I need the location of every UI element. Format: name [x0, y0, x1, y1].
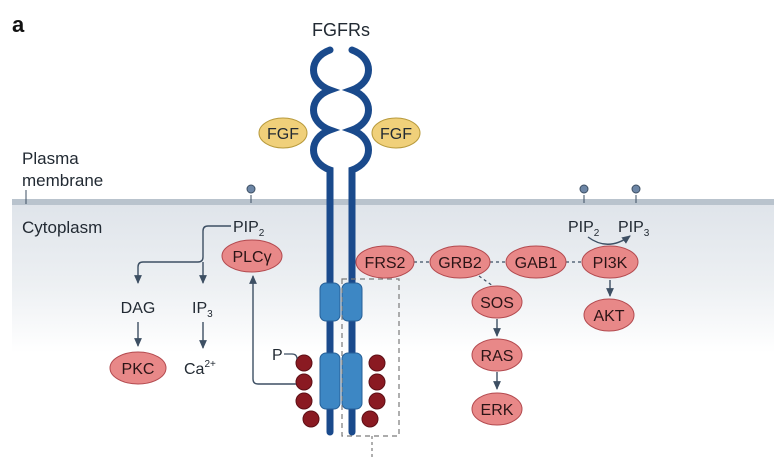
- fgfr-left-strand: [310, 46, 341, 436]
- arrow-pip2-to-pip3: [587, 235, 631, 245]
- grb2-label: GRB2: [438, 255, 482, 272]
- phosphotyrosines: [295, 354, 386, 428]
- pip3-label: PIP3: [618, 219, 650, 239]
- phospho-left-4: [302, 410, 320, 428]
- fgfrs-title: FGFRs: [312, 20, 370, 40]
- plcy-label: PLCγ: [232, 249, 271, 266]
- dag-label: DAG: [121, 300, 156, 317]
- phospho-label: P: [272, 347, 283, 364]
- link-grb2-sos: [478, 275, 494, 287]
- fgf-right-label: FGF: [380, 126, 412, 143]
- plasma-membrane: [12, 199, 774, 205]
- node-pi3k: PI3K: [581, 245, 639, 279]
- node-akt: AKT: [583, 298, 635, 332]
- lipid-markers: [246, 184, 641, 203]
- kinase-left-lower: [319, 352, 341, 410]
- calcium-label: Ca2+: [184, 359, 216, 378]
- fgf-ligand-right: FGF: [371, 117, 421, 149]
- sos-label: SOS: [480, 295, 514, 312]
- node-gab1: GAB1: [505, 245, 567, 279]
- cytoplasm-label: Cytoplasm: [22, 218, 102, 237]
- akt-label: AKT: [593, 308, 624, 325]
- node-sos: SOS: [471, 285, 523, 319]
- phospho-left-3: [295, 392, 313, 410]
- pkc-label: PKC: [122, 361, 155, 378]
- node-ras: RAS: [471, 338, 523, 372]
- phospho-left-1: [295, 354, 313, 372]
- plasma-membrane-label-line2: membrane: [22, 171, 103, 190]
- arrow-receptor-to-plcy: [249, 275, 296, 385]
- kinase-left-upper: [319, 282, 341, 322]
- ras-label: RAS: [481, 348, 514, 365]
- fgfr-receptor-dimer: [310, 46, 372, 436]
- pip2-right-label: PIP2: [568, 219, 600, 239]
- panel-label: a: [12, 12, 25, 37]
- node-erk: ERK: [471, 392, 523, 426]
- lipid-marker-pip2-left: [246, 184, 256, 194]
- gab1-label: GAB1: [515, 255, 558, 272]
- node-plcy: PLCγ: [221, 239, 283, 273]
- kinase-right-upper: [341, 282, 363, 322]
- frs2-label: FRS2: [365, 255, 406, 272]
- fgfr-right-strand: [341, 46, 372, 436]
- pip2-left-label: PIP2: [233, 219, 265, 239]
- highlight-box: [341, 278, 400, 437]
- phospho-right-4: [361, 410, 379, 428]
- cytoplasm-region: [12, 203, 774, 353]
- node-grb2: GRB2: [429, 245, 491, 279]
- fgf-left-label: FGF: [267, 126, 299, 143]
- erk-label: ERK: [481, 402, 514, 419]
- plasma-membrane-label-line1: Plasma: [22, 149, 79, 168]
- phospho-left-2: [295, 373, 313, 391]
- ip3-label: IP3: [192, 300, 213, 320]
- pi3k-label: PI3K: [593, 255, 628, 272]
- arrow-pip2-to-dag: [134, 225, 231, 284]
- fgf-ligand-left: FGF: [258, 117, 308, 149]
- node-frs2: FRS2: [355, 245, 415, 279]
- phospho-right-3: [368, 392, 386, 410]
- phospho-label-pointer: [284, 353, 298, 360]
- lipid-marker-pip3: [631, 184, 641, 194]
- lipid-marker-pip2-right: [579, 184, 589, 194]
- phospho-right-1: [368, 354, 386, 372]
- node-pkc: PKC: [109, 351, 167, 385]
- kinase-right-lower: [341, 352, 363, 410]
- phospho-right-2: [368, 373, 386, 391]
